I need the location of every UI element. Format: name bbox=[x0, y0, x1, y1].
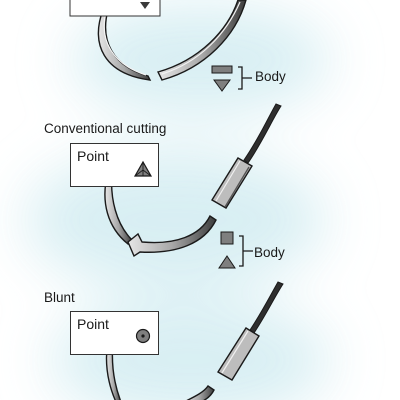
section-title-blunt: Blunt bbox=[44, 290, 75, 305]
body-icons-middle bbox=[218, 231, 253, 269]
point-box-conventional-cutting: Point bbox=[70, 143, 159, 187]
bracket-middle bbox=[239, 235, 253, 267]
needle-top-point bbox=[97, 9, 152, 81]
body-label-top: Body bbox=[255, 69, 286, 84]
square-icon bbox=[220, 231, 234, 245]
needle-bottom-point bbox=[105, 339, 122, 400]
needle-middle bbox=[104, 103, 282, 258]
needle-bottom bbox=[105, 281, 284, 400]
circle-dot-icon bbox=[135, 328, 151, 344]
section-title-conventional-cutting: Conventional cutting bbox=[44, 121, 167, 136]
triangle-up-icon bbox=[133, 160, 153, 177]
point-label: Point bbox=[77, 148, 109, 164]
needle-bottom-body bbox=[217, 327, 260, 381]
needle-middle-body bbox=[211, 157, 253, 209]
needle-middle-shaft bbox=[243, 103, 282, 164]
point-box-top bbox=[69, 0, 161, 17]
body-icons-top bbox=[211, 65, 252, 92]
triangle-down-icon bbox=[140, 2, 150, 9]
bar-icon bbox=[211, 65, 233, 74]
point-box-blunt: Point bbox=[70, 311, 159, 355]
body-label-middle: Body bbox=[254, 245, 285, 260]
triangle-down-icon bbox=[213, 79, 231, 92]
needle-bottom-lower bbox=[186, 385, 215, 400]
bracket-top bbox=[238, 66, 252, 90]
point-label: Point bbox=[77, 316, 109, 332]
triangle-up-icon bbox=[218, 255, 236, 269]
needle-middle-tip bbox=[127, 214, 217, 258]
needle-top bbox=[69, 0, 247, 81]
